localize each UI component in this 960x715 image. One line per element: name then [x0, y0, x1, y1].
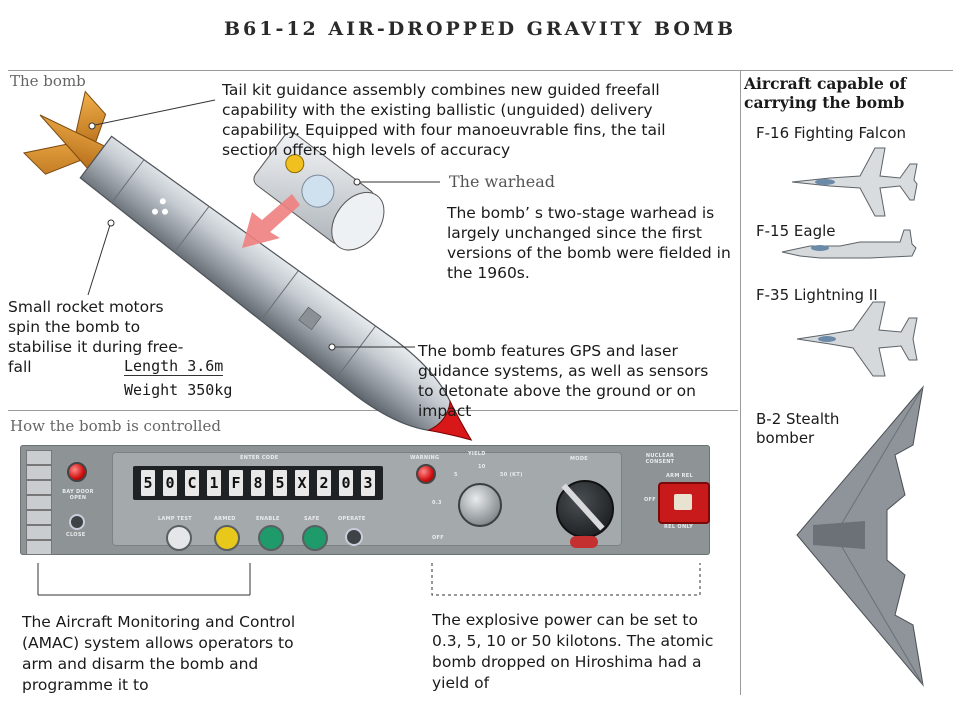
- yield-value-5: 5: [454, 472, 458, 478]
- consent-off-label: OFF: [644, 497, 656, 503]
- code-digit[interactable]: X: [295, 470, 309, 496]
- yield-caption: The explosive power can be set to 0.3, 5…: [432, 611, 714, 692]
- code-entry-window: 5 0 C 1 F 8 5 X 2 0 3: [133, 466, 383, 500]
- red-nose: [426, 399, 473, 441]
- yield-value-10: 10: [478, 464, 486, 470]
- f16-silhouette: [791, 147, 918, 217]
- side-button-3[interactable]: [26, 480, 52, 495]
- lamp-label-armed: ARMED: [214, 516, 236, 522]
- side-button-1[interactable]: [26, 450, 52, 465]
- code-digit[interactable]: 5: [273, 470, 287, 496]
- yield-value-0-3: 0.3: [432, 500, 442, 506]
- side-button-7[interactable]: [26, 540, 52, 555]
- aircraft-heading: Aircraft capable of carrying the bomb: [744, 74, 907, 112]
- side-button-2[interactable]: [26, 465, 52, 480]
- warhead-annotation: The bomb’ s two-stage warhead is largely…: [447, 204, 731, 282]
- side-button-6[interactable]: [26, 525, 52, 540]
- amac-caption: The Aircraft Monitoring and Control (AMA…: [22, 613, 296, 694]
- armed-lamp: [214, 525, 240, 551]
- code-digit[interactable]: 0: [163, 470, 177, 496]
- code-digit[interactable]: 3: [361, 470, 375, 496]
- arm-rel-label: ARM REL: [666, 473, 693, 479]
- rule-sidebar: [740, 70, 741, 695]
- bay-door-warning-light: [67, 462, 87, 482]
- section-the-bomb: The bomb: [10, 72, 86, 90]
- side-button-5[interactable]: [26, 510, 52, 525]
- warhead-cutaway: [253, 132, 385, 251]
- code-digit[interactable]: 2: [317, 470, 331, 496]
- rocket-motors-annotation: Small rocket motors spin the bomb to sta…: [8, 298, 184, 376]
- aircraft-label-f35: F-35 Lightning II: [756, 286, 878, 304]
- yield-selector-knob[interactable]: [458, 483, 502, 527]
- code-digit[interactable]: C: [185, 470, 199, 496]
- caption-brackets: [37, 563, 701, 596]
- b2-silhouette: [796, 385, 924, 687]
- enable-lamp: [258, 525, 284, 551]
- lamp-label-enable: ENABLE: [256, 516, 280, 522]
- side-button-4[interactable]: [26, 495, 52, 510]
- rel-only-label: REL ONLY: [664, 524, 694, 530]
- yield-value-50: 50 (KT): [500, 472, 523, 478]
- page-title: B61-12 AIR-DROPPED GRAVITY BOMB: [223, 18, 737, 40]
- weight-spec: Weight 350kg: [124, 381, 233, 399]
- warning-label: WARNING: [410, 455, 440, 461]
- length-spec: Length 3.6m: [124, 357, 224, 376]
- code-entry-label: ENTER CODE: [240, 455, 279, 461]
- lamp-label-operate: OPERATE: [338, 516, 366, 522]
- code-digit[interactable]: 8: [251, 470, 265, 496]
- mode-label: MODE: [570, 456, 588, 462]
- rule-top: [8, 70, 953, 71]
- lamp-label-safe: SAFE: [304, 516, 320, 522]
- code-digit[interactable]: F: [229, 470, 243, 496]
- tail-kit-annotation: Tail kit guidance assembly combines new …: [222, 81, 666, 159]
- code-digit[interactable]: 0: [339, 470, 353, 496]
- close-label: CLOSE: [66, 532, 86, 538]
- section-how-controlled: How the bomb is controlled: [10, 417, 221, 435]
- yield-off-label: OFF: [432, 535, 444, 541]
- lamp-test-button[interactable]: [166, 525, 192, 551]
- code-digit[interactable]: 1: [207, 470, 221, 496]
- bay-door-label: BAY DOOR OPEN: [62, 489, 94, 501]
- yield-label: YIELD: [468, 451, 486, 457]
- gps-annotation: The bomb features GPS and laser guidance…: [418, 342, 709, 420]
- bomb-illustration: [22, 90, 473, 441]
- aircraft-label-f15: F-15 Eagle: [756, 222, 836, 240]
- warning-light: [416, 464, 436, 484]
- safe-lamp: [302, 525, 328, 551]
- nuclear-consent-switch[interactable]: [658, 482, 710, 524]
- rule-middle: [8, 410, 738, 411]
- warhead-label: The warhead: [449, 172, 555, 191]
- bay-door-toggle[interactable]: [69, 514, 85, 530]
- nuclear-consent-label: NUCLEAR CONSENT: [645, 453, 675, 465]
- f35-silhouette: [796, 301, 918, 377]
- code-digit[interactable]: 5: [141, 470, 155, 496]
- mode-lock-indicator: [570, 536, 598, 548]
- operate-toggle[interactable]: [345, 528, 363, 546]
- pointer-arrow: [242, 194, 300, 248]
- aircraft-label-b2: B-2 Stealth bomber: [756, 410, 840, 447]
- aircraft-label-f16: F-16 Fighting Falcon: [756, 124, 907, 142]
- lamp-label-lamp-test: LAMP TEST: [158, 516, 192, 522]
- f15-silhouette: [781, 229, 917, 259]
